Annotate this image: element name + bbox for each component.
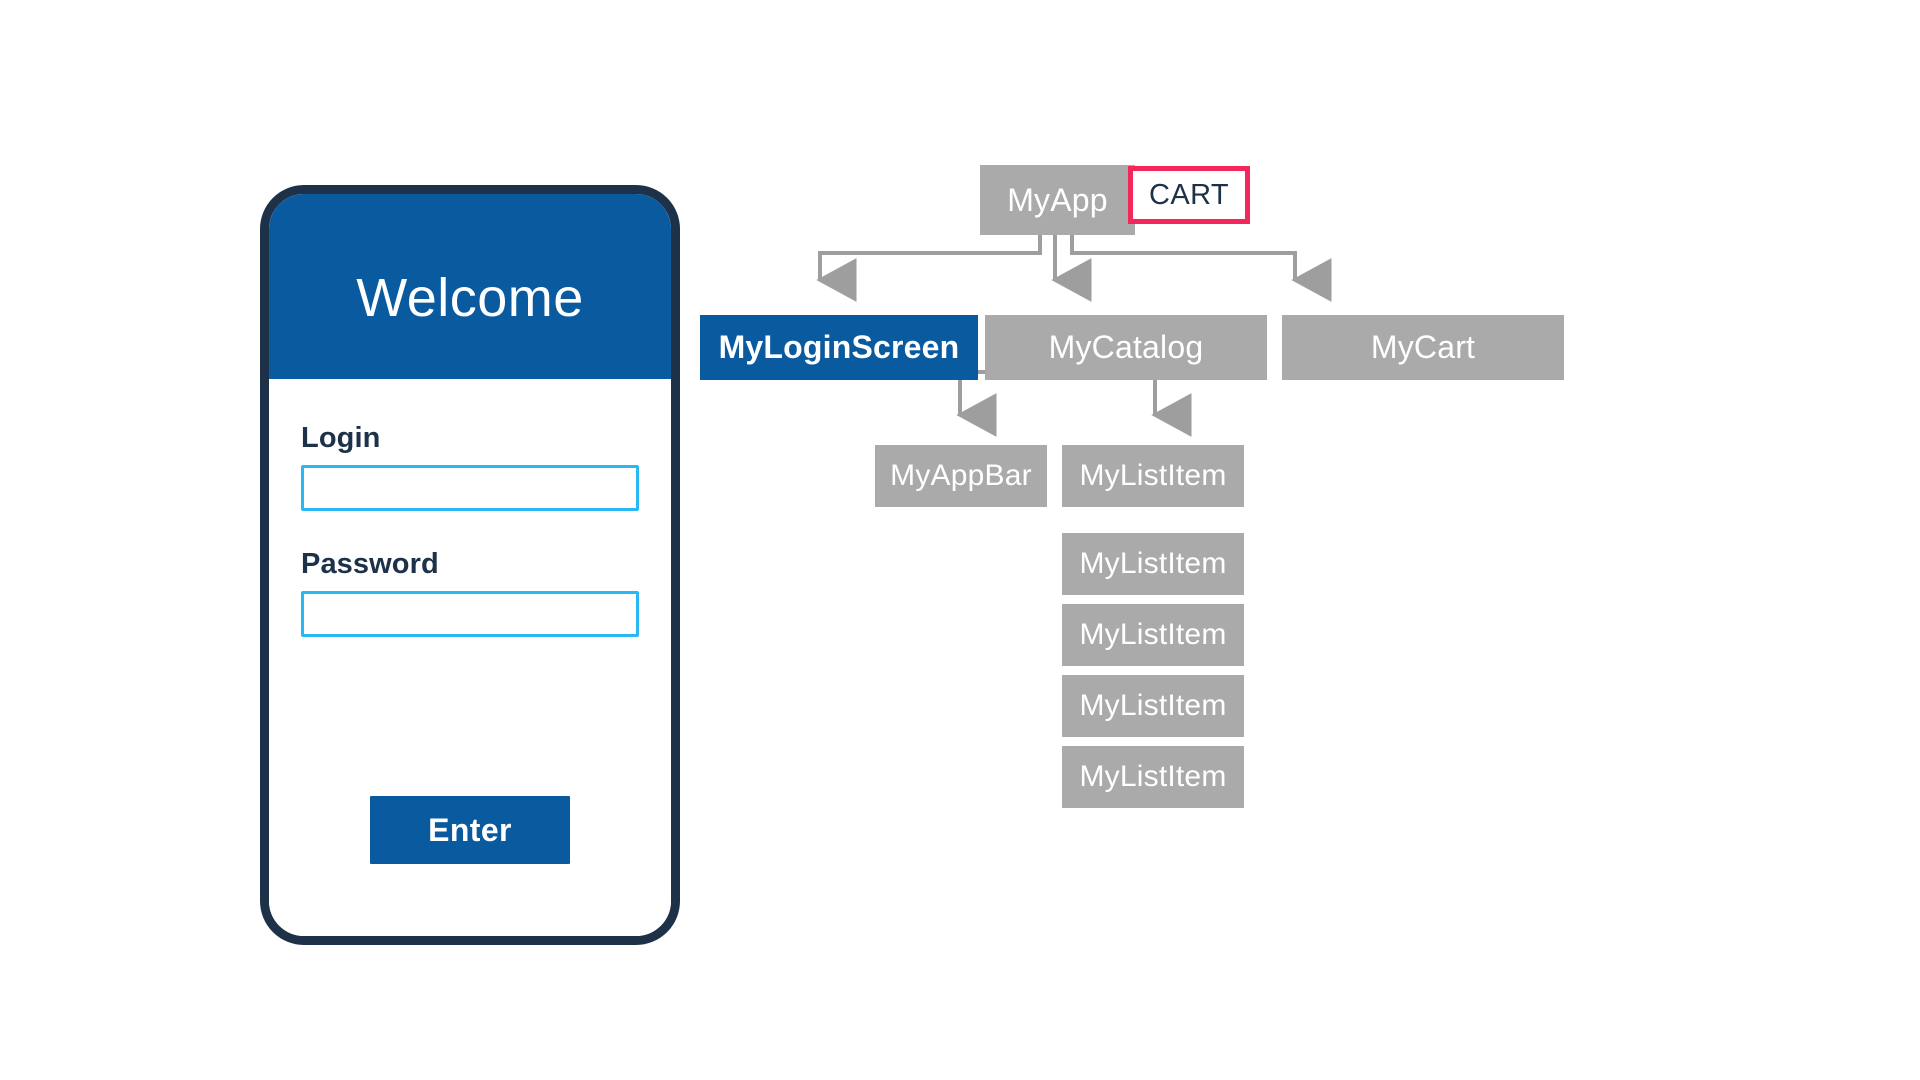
widget-tree-diagram: MyApp CART MyLoginScreen MyCatalog MyCar… (700, 140, 1860, 980)
password-field-label: Password (301, 547, 439, 580)
submit-row: Enter (301, 796, 639, 864)
tree-node-mycatalog[interactable]: MyCatalog (985, 315, 1267, 380)
tree-node-mylistitem-2[interactable]: MyListItem (1062, 604, 1244, 666)
tree-node-mylistitem-label: MyListItem (1079, 547, 1227, 580)
login-input[interactable] (301, 464, 639, 511)
tree-node-mylistitem-3[interactable]: MyListItem (1062, 675, 1244, 737)
tree-node-myapp-label: MyApp (1007, 181, 1108, 218)
tree-node-mylistitem-1[interactable]: MyListItem (1062, 533, 1244, 595)
enter-button[interactable]: Enter (370, 796, 570, 864)
page-title: Welcome (356, 267, 584, 328)
tree-connectors (816, 235, 1332, 437)
phone-app-bar: Welcome (269, 194, 671, 379)
tree-node-mylistitem-0[interactable]: MyListItem (1062, 445, 1244, 507)
phone-mockup: Welcome Login Password Enter (260, 185, 680, 945)
tree-node-mylistitem-label: MyListItem (1079, 459, 1227, 492)
tree-node-mylistitem-label: MyListItem (1079, 689, 1227, 722)
tree-node-mycatalog-label: MyCatalog (1048, 329, 1204, 365)
cart-badge-label: CART (1148, 178, 1230, 211)
tree-node-myappbar-label: MyAppBar (890, 459, 1032, 492)
tree-node-myloginscreen[interactable]: MyLoginScreen (700, 315, 978, 380)
tree-node-mycart-label: MyCart (1370, 329, 1476, 365)
password-input[interactable] (301, 590, 639, 637)
tree-node-mylistitem-label: MyListItem (1079, 760, 1227, 793)
tree-node-mylistitem-4[interactable]: MyListItem (1062, 746, 1244, 808)
tree-node-mylistitem-label: MyListItem (1079, 618, 1227, 651)
login-field-label: Login (301, 422, 381, 454)
cart-badge[interactable]: CART (1128, 166, 1250, 224)
tree-node-myloginscreen-label: MyLoginScreen (718, 329, 960, 365)
tree-node-mycart[interactable]: MyCart (1282, 315, 1564, 380)
tree-node-myapp[interactable]: MyApp (980, 165, 1135, 235)
login-form: Login Password Enter (269, 379, 671, 936)
tree-node-myappbar[interactable]: MyAppBar (875, 445, 1047, 507)
